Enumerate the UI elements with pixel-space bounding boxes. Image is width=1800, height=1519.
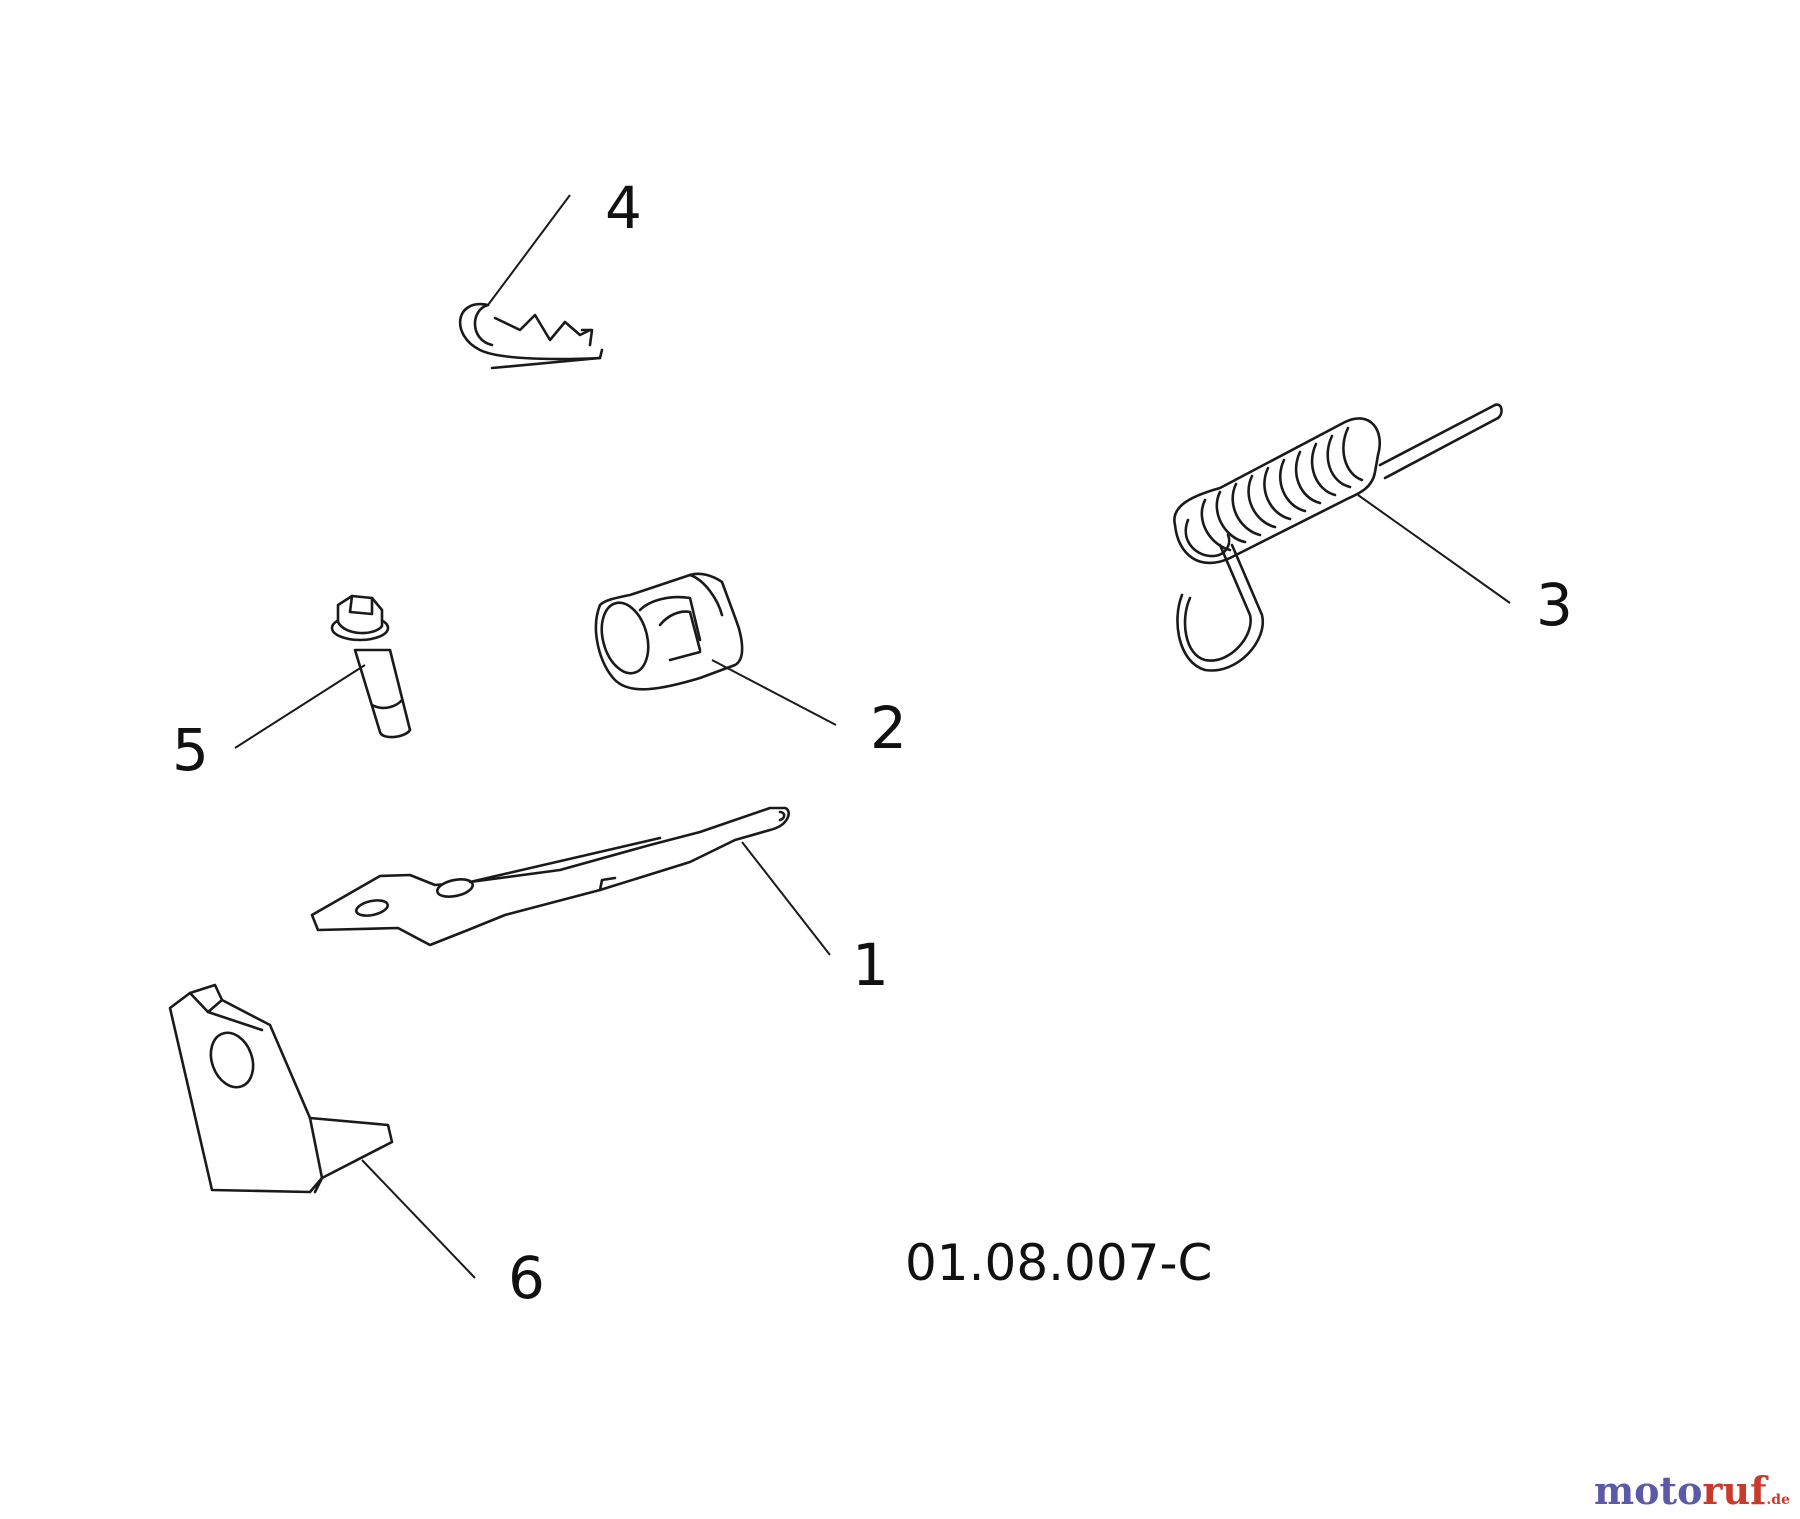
part-lever	[310, 806, 790, 947]
part-bushing	[594, 572, 744, 691]
callout-6: 6	[508, 1244, 545, 1312]
watermark-part-b: ruf	[1702, 1468, 1767, 1513]
leader-3	[1357, 494, 1511, 604]
callout-1: 1	[852, 931, 889, 999]
watermark-domain: .de	[1766, 1492, 1790, 1508]
leader-1	[741, 841, 831, 956]
drawing-code: 01.08.007-C	[905, 1234, 1212, 1292]
callout-4: 4	[605, 174, 642, 242]
watermark-part-a: moto	[1593, 1468, 1703, 1513]
leader-6	[361, 1159, 476, 1279]
part-flange-bolt	[330, 594, 412, 739]
callout-3: 3	[1536, 571, 1573, 639]
callout-5: 5	[172, 716, 209, 784]
leader-4	[487, 194, 571, 306]
watermark-logo: motoruf.de	[1594, 1468, 1790, 1513]
part-hairpin-clip	[458, 302, 604, 370]
callout-2: 2	[870, 694, 907, 762]
part-spring	[1173, 403, 1503, 672]
part-angle-bracket	[168, 983, 394, 1194]
leader-5	[234, 664, 366, 749]
leader-2	[711, 659, 837, 726]
